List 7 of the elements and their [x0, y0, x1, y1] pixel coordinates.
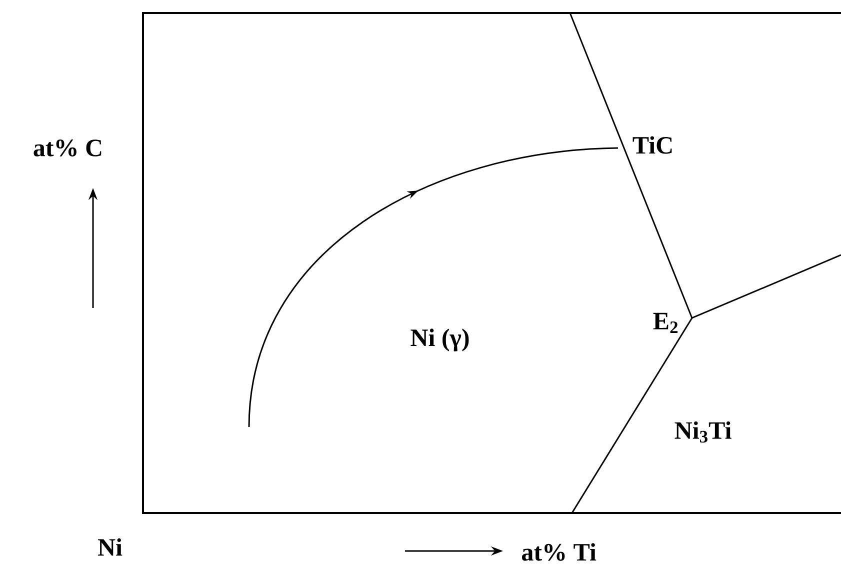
axis-label: at% C — [34, 140, 102, 156]
axis-label: Ni$_{3}$Ti — [674, 421, 732, 443]
axis-label: E$_{2}$ — [653, 312, 678, 334]
axis-label: at% Ti — [522, 543, 596, 561]
axis-label: TiC — [632, 136, 672, 154]
axis-label: Ni (γ) — [410, 328, 469, 352]
axis-label: Ni — [98, 538, 122, 556]
